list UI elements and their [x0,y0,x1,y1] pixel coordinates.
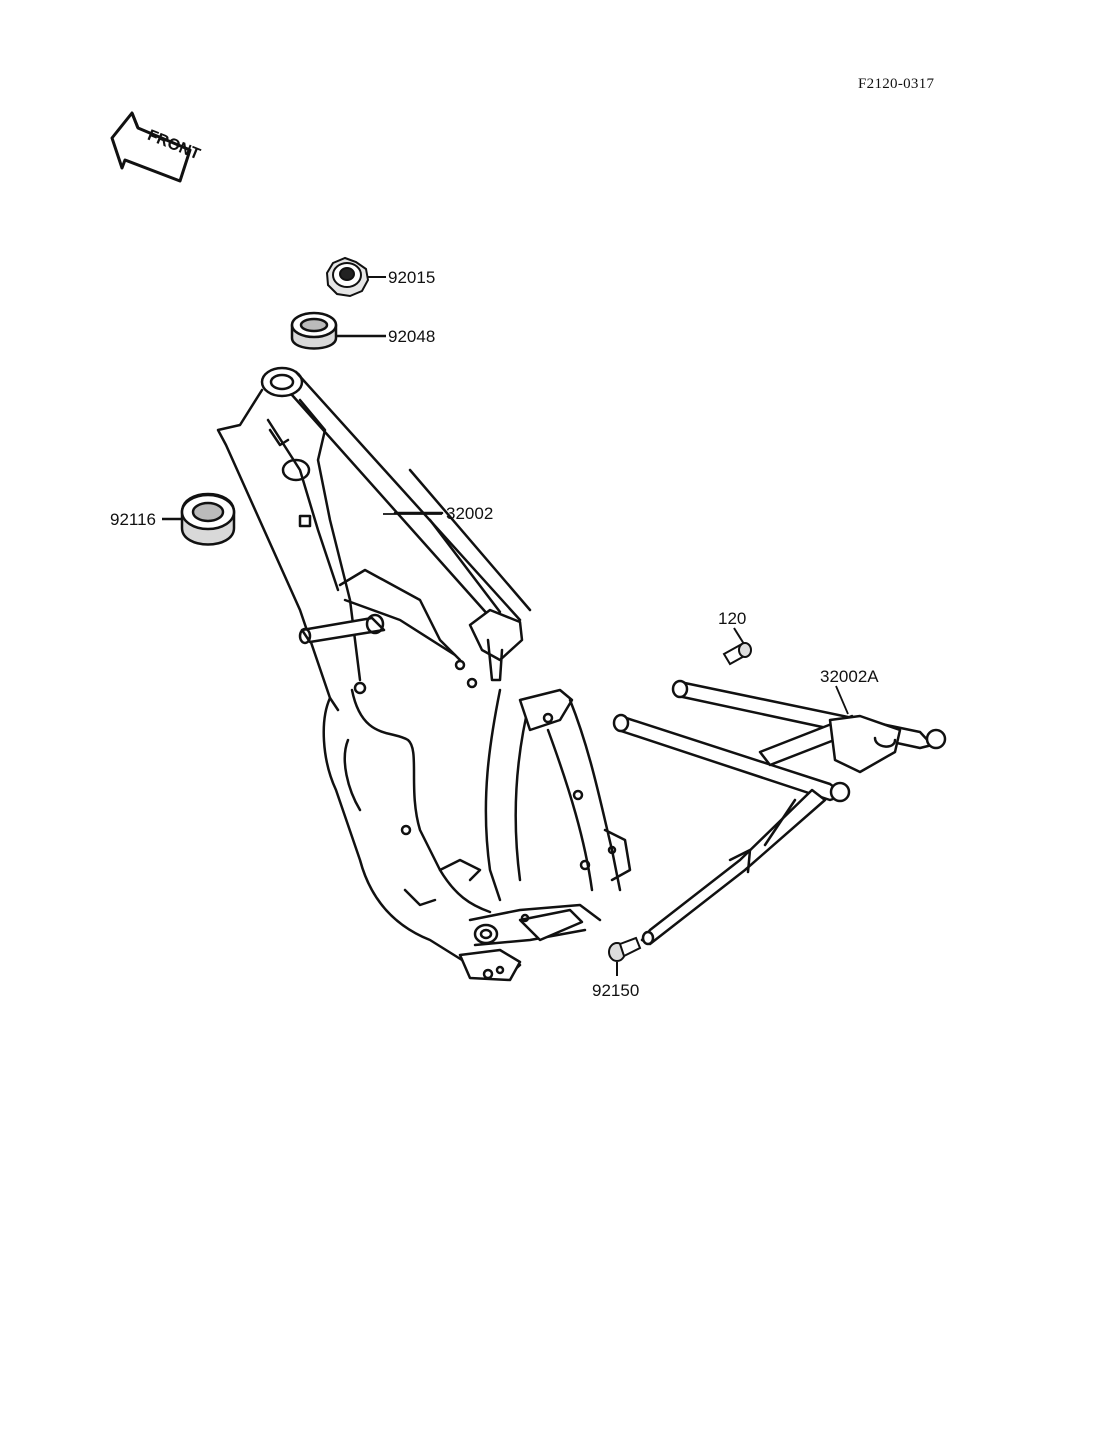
bearing-92116-icon [162,492,236,546]
ring-92048-icon [290,311,386,350]
leader-lines [383,513,849,715]
rear-subframe-32002A-drawing [612,679,947,946]
nut-92015-icon [325,256,386,298]
frame-32002-drawing [216,366,632,982]
part-number-32002A: 32002A [820,667,879,686]
diagram-code: F2120-0317 [858,76,935,92]
part-number-120: 120 [718,609,747,628]
bolt-120-icon [722,627,752,666]
part-number-92150: 92150 [592,981,640,1000]
part-number-92048: 92048 [388,327,436,346]
part-number-92015: 92015 [388,268,436,287]
bolt-92150-icon [608,936,642,976]
part-number-32002: 32002 [446,504,494,523]
front-direction-arrow-icon: FRONT [110,111,203,183]
part-number-92116: 92116 [110,510,157,529]
